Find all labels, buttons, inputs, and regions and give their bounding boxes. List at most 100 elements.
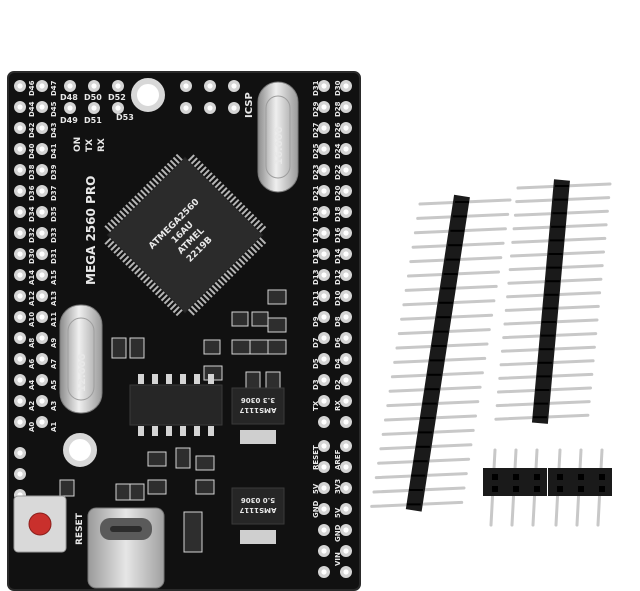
left-pin-label: D30 — [28, 248, 36, 264]
left-pin-label-inner: A7 — [50, 359, 58, 369]
right-pin-label: RX — [334, 400, 342, 411]
usb-c-port[interactable] — [87, 507, 165, 589]
power-pin-label: 3V3 — [334, 479, 342, 494]
pin-pad — [340, 395, 352, 407]
pin-pad — [14, 332, 26, 344]
power-pin-label: GND — [312, 500, 320, 518]
pin-pad — [36, 227, 48, 239]
pin-pad — [318, 290, 330, 302]
left-pin-label: D44 — [28, 101, 36, 117]
board-model-label: MEGA 2560 PRO — [84, 176, 98, 285]
crystal-bottom-label: 12.000 — [77, 353, 88, 392]
regulator-3v3-line-1: AMS1117 — [239, 406, 276, 414]
power-pin-label: 5V — [334, 507, 342, 518]
pin-pad — [340, 461, 352, 473]
mounting-hole-bottom — [63, 433, 97, 467]
pin-pad — [36, 164, 48, 176]
smd-part — [59, 479, 75, 497]
right-pin-label-inner: D15 — [312, 248, 320, 264]
pcb-body — [7, 71, 361, 591]
pin-pad — [340, 545, 352, 557]
icsp-label: ICSP — [244, 92, 255, 118]
pin-pad — [340, 332, 352, 344]
reset-button-cap[interactable] — [28, 512, 52, 536]
pin-pad — [340, 566, 352, 578]
left-pin-label: A4 — [28, 380, 36, 390]
power-pin-label: VIN — [334, 552, 342, 566]
pin-pad — [318, 374, 330, 386]
top-pin-label-d49: D49 — [60, 116, 78, 125]
pin-pad — [14, 374, 26, 386]
smd-part — [267, 339, 287, 355]
pin-pad — [36, 290, 48, 302]
right-pin-label-inner: D13 — [312, 269, 320, 285]
pin-pad — [340, 143, 352, 155]
smd-part — [231, 339, 251, 355]
right-pin-label: D30 — [334, 80, 342, 96]
pin-pad — [340, 206, 352, 218]
pin-pad — [318, 311, 330, 323]
power-pin-label: 5V — [312, 483, 320, 494]
smd-part — [195, 455, 215, 471]
regulator-3v3-line-2: 3.3 0306 — [241, 396, 275, 404]
right-pin-label: D24 — [334, 143, 342, 159]
pin-pad — [340, 503, 352, 515]
pin-pad — [36, 416, 48, 428]
left-pin-label-inner: A5 — [50, 380, 58, 390]
pin-pad — [340, 269, 352, 281]
left-pin-label-inner: A3 — [50, 401, 58, 411]
top-pin-label-d51: D51 — [84, 116, 102, 125]
pin-pad — [318, 248, 330, 260]
header-plastic — [531, 179, 570, 424]
pin-pad — [36, 269, 48, 281]
left-pin-label-inner: A13 — [50, 291, 58, 306]
right-pin-label: D20 — [334, 185, 342, 201]
pin-pad — [14, 416, 26, 428]
left-pin-label-inner: D43 — [50, 122, 58, 138]
pin-pad — [340, 353, 352, 365]
right-pin-label-inner: TX — [312, 400, 320, 411]
pin-pad — [204, 80, 216, 92]
top-pin-label-d50: D50 — [84, 93, 102, 102]
pin-pad — [204, 102, 216, 114]
pin-pad — [318, 332, 330, 344]
left-pin-label-inner: A1 — [50, 422, 58, 432]
right-pin-label: D6 — [334, 337, 342, 348]
reset-label: RESET — [75, 512, 85, 545]
pin-pad — [318, 503, 330, 515]
pin-pad — [14, 101, 26, 113]
left-pin-label: D32 — [28, 227, 36, 243]
left-pin-label-inner: D35 — [50, 206, 58, 222]
pin-pad — [88, 102, 100, 114]
left-pin-label: A10 — [28, 312, 36, 327]
pin-pad — [340, 440, 352, 452]
pin-pad — [318, 353, 330, 365]
top-pin-label-d53: D53 — [116, 113, 134, 122]
right-pin-label: D8 — [334, 316, 342, 327]
pin-pad — [318, 482, 330, 494]
left-pin-label-inner: D33 — [50, 227, 58, 243]
pin-pad — [36, 80, 48, 92]
left-pin-label: A6 — [28, 359, 36, 369]
smd-part — [129, 337, 145, 359]
pin-pad — [14, 143, 26, 155]
pin-pad — [318, 416, 330, 428]
smd-part — [129, 483, 145, 501]
pin-pad — [318, 227, 330, 239]
pin-pad — [14, 395, 26, 407]
pin-pad — [64, 102, 76, 114]
pin-pad — [14, 122, 26, 134]
smd-part — [249, 339, 269, 355]
left-pin-label-inner: A15 — [50, 270, 58, 285]
reset-button[interactable] — [13, 495, 67, 553]
left-pin-label-inner: D31 — [50, 248, 58, 264]
left-pin-label: D38 — [28, 164, 36, 180]
right-pin-label: D4 — [334, 358, 342, 369]
pin-pad — [14, 206, 26, 218]
right-pin-label-inner: D3 — [312, 379, 320, 390]
pin-pad — [318, 395, 330, 407]
pin-pad — [64, 80, 76, 92]
pin-pad — [318, 440, 330, 452]
